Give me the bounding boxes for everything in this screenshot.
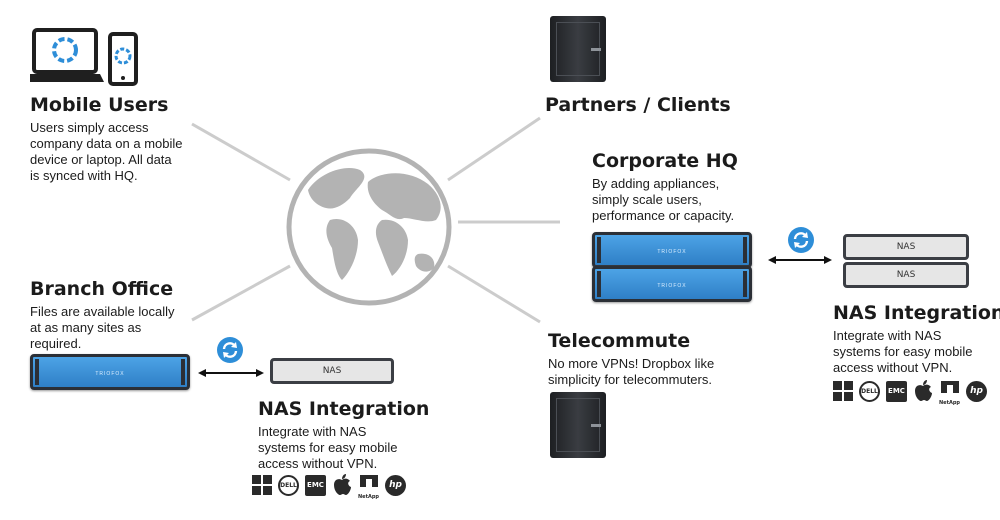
corporate-hq-desc: By adding appliances, simply scale users… bbox=[592, 176, 735, 223]
apple-icon bbox=[334, 474, 351, 495]
vendor-logos-left: DELL EMC NetApp hp bbox=[252, 474, 406, 500]
netapp-icon: NetApp bbox=[939, 380, 960, 406]
hq-appliance-2: TRIOFOX bbox=[592, 266, 752, 302]
branch-office-title: Branch Office bbox=[30, 278, 174, 300]
mobile-users-desc: Users simply access company data on a mo… bbox=[30, 120, 183, 183]
apple-icon bbox=[915, 380, 932, 401]
telecommute-server-icon bbox=[550, 392, 606, 458]
telecommute-block: Telecommute No more VPNs! Dropbox like s… bbox=[548, 330, 714, 388]
nas-integration-right-desc: Integrate with NAS systems for easy mobi… bbox=[833, 328, 973, 375]
partners-server-icon bbox=[550, 16, 606, 82]
nas-integration-left-title: NAS Integration bbox=[258, 398, 430, 420]
nas-integration-left-block: NAS Integration Integrate with NAS syste… bbox=[258, 398, 429, 472]
mobile-users-title: Mobile Users bbox=[30, 94, 169, 116]
sync-icon bbox=[217, 337, 243, 363]
dell-icon: DELL bbox=[859, 380, 880, 402]
right-arrow-head-l bbox=[768, 256, 776, 264]
nas-integration-right-title: NAS Integration bbox=[833, 302, 1000, 324]
netapp-icon: NetApp bbox=[358, 474, 379, 500]
right-arrow-head-r bbox=[824, 256, 832, 264]
link-telecommute bbox=[447, 264, 541, 324]
appliance-badge: TRIOFOX bbox=[657, 249, 687, 255]
dell-icon: DELL bbox=[278, 474, 299, 496]
globe-icon bbox=[286, 148, 452, 306]
appliance-badge: TRIOFOX bbox=[657, 283, 687, 289]
windows-icon bbox=[252, 475, 272, 495]
link-partners bbox=[447, 116, 541, 182]
telecommute-title: Telecommute bbox=[548, 330, 691, 352]
windows-icon bbox=[833, 381, 853, 401]
mobile-users-block: Mobile Users Users simply access company… bbox=[30, 94, 182, 184]
hp-icon: hp bbox=[385, 474, 406, 496]
netapp-label: NetApp bbox=[939, 399, 960, 406]
nas-unit-right-1: NAS bbox=[843, 234, 969, 260]
partners-title: Partners / Clients bbox=[545, 94, 731, 116]
nas-integration-left-desc: Integrate with NAS systems for easy mobi… bbox=[258, 424, 398, 471]
left-arrow-head-l bbox=[198, 369, 206, 377]
netapp-label: NetApp bbox=[358, 493, 379, 500]
telecommute-desc: No more VPNs! Dropbox like simplicity fo… bbox=[548, 356, 715, 387]
emc-icon: EMC bbox=[305, 474, 326, 496]
branch-office-desc: Files are available locally at as many s… bbox=[30, 304, 175, 351]
nas-unit-right-2: NAS bbox=[843, 262, 969, 288]
nas-integration-right-block: NAS Integration Integrate with NAS syste… bbox=[833, 302, 1000, 376]
partners-block: Partners / Clients bbox=[545, 94, 731, 120]
hp-icon: hp bbox=[966, 380, 987, 402]
laptop-phone-icon bbox=[30, 28, 138, 86]
left-arrow-head-r bbox=[256, 369, 264, 377]
corporate-hq-title: Corporate HQ bbox=[592, 150, 738, 172]
link-branch bbox=[191, 264, 291, 322]
hq-appliance-1: TRIOFOX bbox=[592, 232, 752, 268]
nas-unit-left: NAS bbox=[270, 358, 394, 384]
sync-icon bbox=[788, 227, 814, 253]
vendor-logos-right: DELL EMC NetApp hp bbox=[833, 380, 987, 406]
corporate-hq-block: Corporate HQ By adding appliances, simpl… bbox=[592, 150, 738, 224]
appliance-badge: TRIOFOX bbox=[95, 371, 125, 377]
emc-icon: EMC bbox=[886, 380, 907, 402]
branch-appliance: TRIOFOX bbox=[30, 354, 190, 390]
link-mobile bbox=[191, 122, 291, 182]
branch-office-block: Branch Office Files are available locall… bbox=[30, 278, 175, 352]
